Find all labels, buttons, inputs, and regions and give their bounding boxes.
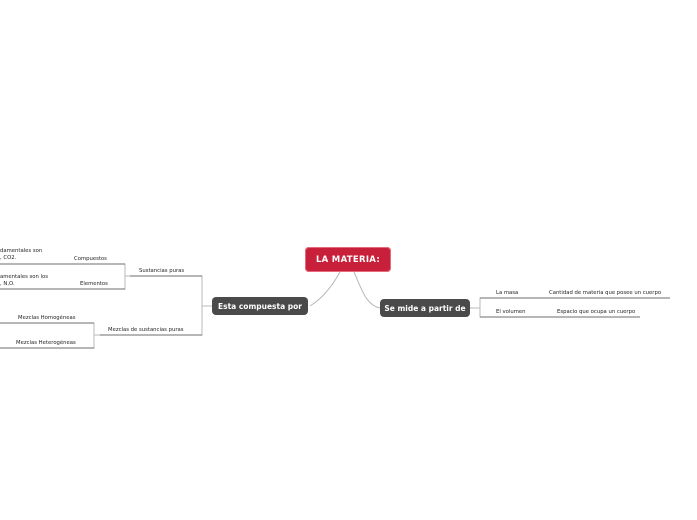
label-el-volumen[interactable]: El volumen	[496, 309, 526, 315]
text-masa-desc[interactable]: Cantidad de materia que posee un cuerpo	[549, 290, 662, 296]
label-la-masa[interactable]: La masa	[496, 290, 519, 296]
text-compuestos-desc-2: , CO2.	[0, 255, 17, 261]
text-elementos-desc-1: amentales son los	[0, 274, 49, 280]
root-node[interactable]: LA MATERIA:	[305, 247, 391, 272]
label-sustancias-puras[interactable]: Sustancias puras	[139, 268, 185, 274]
connector-mide-masa	[470, 297, 670, 309]
label-elementos[interactable]: Elementos	[80, 281, 108, 287]
node-se-mide-a-partir-de[interactable]: Se mide a partir de	[380, 299, 470, 317]
label-compuestos[interactable]: Compuestos	[74, 256, 107, 262]
connector-root-compuesta	[309, 271, 341, 307]
label-mezclas-heterogeneas[interactable]: Mezclas Heterogéneas	[16, 340, 76, 346]
connector-root-mide	[353, 271, 381, 309]
text-compuestos-desc-1: damentales son	[0, 248, 43, 254]
text-elementos-desc-2: , N,O.	[0, 281, 15, 287]
node-esta-compuesta-por[interactable]: Esta compuesta por	[212, 297, 308, 315]
connector-compuesta-sustancias	[130, 275, 212, 307]
connector-mezclas-homogeneas	[0, 322, 100, 336]
label-mezclas-homogeneas[interactable]: Mezclas Homogéneas	[18, 315, 76, 321]
text-volumen-desc[interactable]: Espacio que ocupa un cuerpo	[557, 309, 636, 315]
label-mezclas-sustancias-puras[interactable]: Mezclas de sustancias puras	[108, 327, 184, 333]
